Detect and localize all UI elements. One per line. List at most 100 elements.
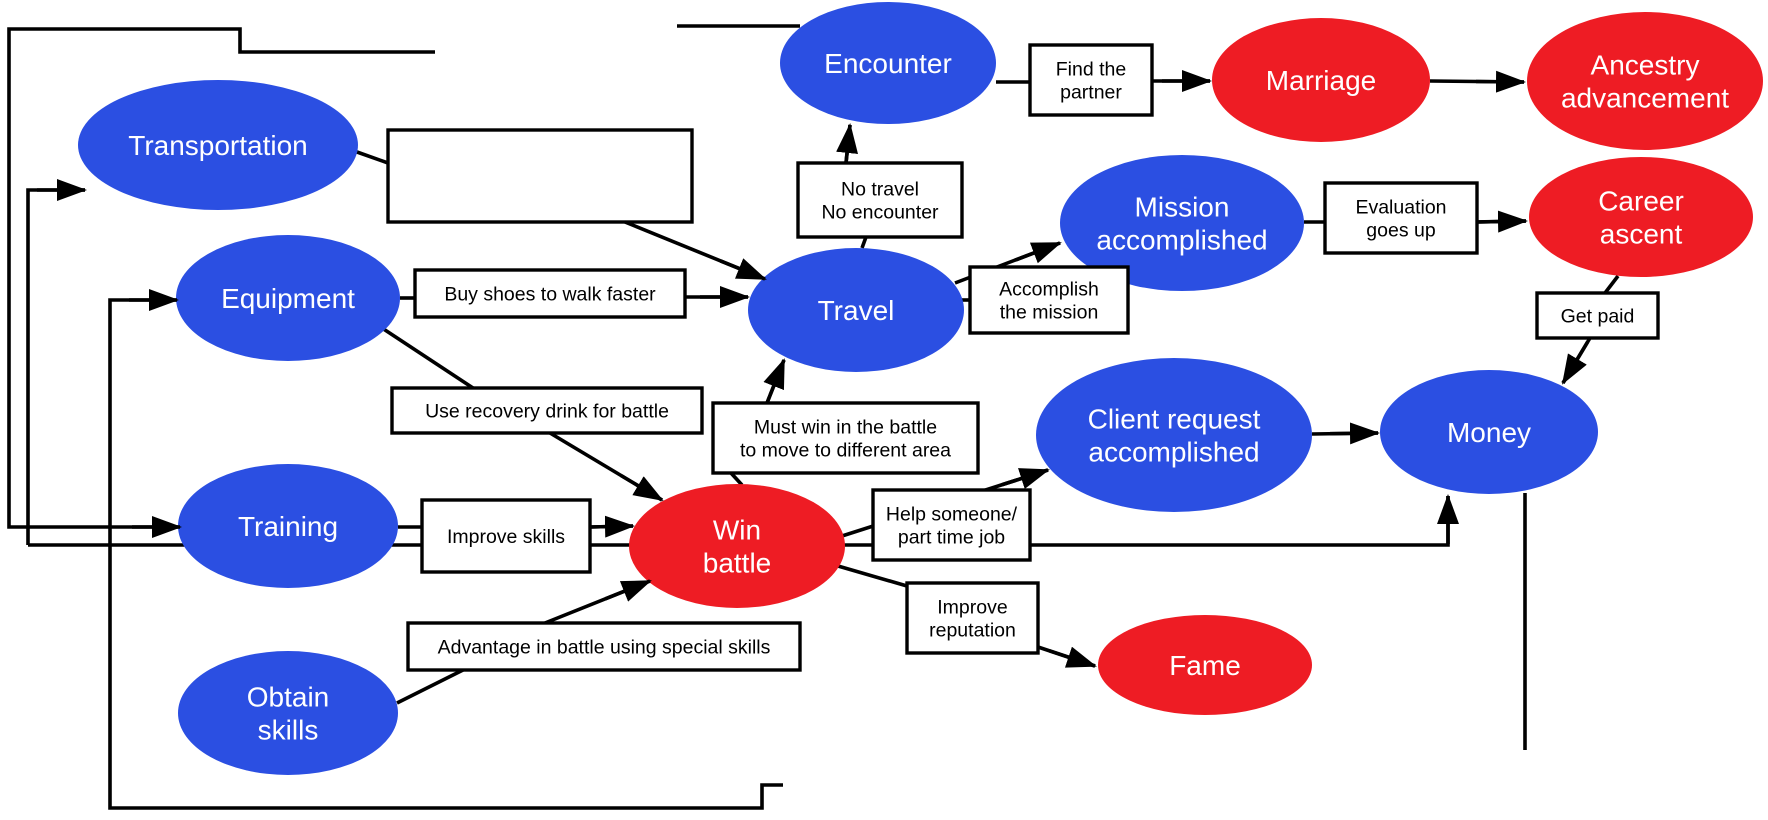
node-win-battle-shape bbox=[629, 484, 845, 608]
node-fame: Fame bbox=[1098, 615, 1312, 715]
13-label: Fame bbox=[1169, 650, 1241, 681]
edge-travel-to-no-travel-box bbox=[860, 236, 868, 249]
edge-career-to-get-paid bbox=[1603, 274, 1620, 295]
edge-marriage-to-ancestry-arrowhead bbox=[1475, 70, 1526, 93]
edge-top-rail-to-training bbox=[7, 27, 435, 529]
node-encounter: Encounter bbox=[780, 2, 996, 124]
node-travel-shape bbox=[748, 248, 964, 372]
node-transportation: Transportation bbox=[78, 80, 358, 210]
edge-recovery-to-win-battle-arrowhead bbox=[619, 473, 664, 502]
edge-evaluation-to-career-arrowhead bbox=[1477, 210, 1528, 233]
label-box-improve-reputation-shape bbox=[905, 581, 1040, 655]
node-career-ascent-shape bbox=[1529, 157, 1753, 277]
label-box-must-win-in-battle-shape bbox=[711, 401, 980, 475]
edge-advantage-to-win-battle-arrowhead bbox=[604, 579, 652, 602]
node-training-shape bbox=[178, 464, 398, 588]
edge-client-request-to-money-arrowhead bbox=[1329, 422, 1380, 445]
4-label: Buy shoes to walk faster bbox=[444, 284, 656, 306]
edge-must-win-to-travel-arrowhead bbox=[763, 358, 786, 404]
node-travel: Travel bbox=[748, 248, 964, 372]
4-label: Travel bbox=[818, 295, 895, 326]
edge-rect-to-travel-arrowhead bbox=[719, 258, 767, 281]
edge-equipment-to-recovery bbox=[381, 326, 474, 390]
6-label: Use recovery drink for battle bbox=[425, 401, 669, 423]
9-label: Marriage bbox=[1266, 65, 1376, 96]
edge-travel-to-mission-arrowhead bbox=[1014, 241, 1062, 264]
edge-rail-to-transportation bbox=[26, 188, 85, 545]
node-transportation-shape bbox=[78, 80, 358, 210]
node-equipment: Equipment bbox=[176, 235, 400, 361]
node-money-shape bbox=[1380, 370, 1598, 494]
node-mission-accomplished-shape bbox=[1060, 155, 1304, 291]
8-label: Money bbox=[1447, 417, 1531, 448]
node-obtain-skills-shape bbox=[178, 651, 398, 775]
label-box-get-paid-shape bbox=[1535, 291, 1660, 340]
node-training: Training bbox=[178, 464, 398, 588]
label-box-use-recovery-drink-shape bbox=[390, 386, 704, 435]
label-box-use-recovery-drink: Use recovery drink for battle bbox=[390, 386, 704, 435]
label-box-advantage-special-skills-shape bbox=[406, 621, 802, 672]
node-fame-shape bbox=[1098, 615, 1312, 715]
8-label: Improve skills bbox=[447, 526, 565, 548]
node-encounter-shape bbox=[780, 2, 996, 124]
1-label: Equipment bbox=[221, 283, 355, 314]
label-box-get-paid: Get paid bbox=[1535, 291, 1660, 340]
edge-win-battle-to-client-request-arrowhead bbox=[1001, 468, 1050, 490]
decoration-empty-rect bbox=[386, 128, 694, 224]
label-box-help-someone-part-time-job-shape bbox=[871, 488, 1032, 562]
node-ancestry-advancement-shape bbox=[1527, 12, 1763, 150]
0-label: Transportation bbox=[128, 130, 308, 161]
3-label: Get paid bbox=[1561, 306, 1635, 328]
edge-bottom-loop-to-equipment bbox=[108, 298, 783, 810]
edge-obtain-skills-to-advantage bbox=[396, 668, 464, 705]
label-box-buy-shoes-to-walk-faster: Buy shoes to walk faster bbox=[413, 268, 687, 319]
edge-no-travel-box-to-encounter-arrowhead bbox=[836, 123, 859, 164]
11-label: Advantage in battle using special skills bbox=[438, 637, 771, 659]
edge-improve-skills-to-win-battle-arrowhead bbox=[589, 515, 635, 538]
edge-transportation-to-rect bbox=[356, 150, 389, 165]
node-marriage-shape bbox=[1212, 18, 1430, 142]
5-label: Encounter bbox=[824, 48, 952, 79]
node-equipment-shape bbox=[176, 235, 400, 361]
label-box-evaluation-goes-up-shape bbox=[1323, 181, 1479, 255]
label-box-buy-shoes-to-walk-faster-shape bbox=[413, 268, 687, 319]
node-marriage: Marriage bbox=[1212, 18, 1430, 142]
edge-improve-reputation-to-fame-arrowhead bbox=[1048, 646, 1097, 668]
label-box-advantage-special-skills: Advantage in battle using special skills bbox=[406, 621, 802, 672]
label-box-improve-skills: Improve skills bbox=[420, 498, 592, 574]
node-client-request-accomplished-shape bbox=[1036, 358, 1312, 512]
edge-win-battle-to-improve-reputation bbox=[837, 564, 908, 588]
edge-get-paid-to-money-arrowhead bbox=[1561, 340, 1590, 385]
label-box-accomplish-the-mission-shape bbox=[968, 265, 1130, 335]
edge-win-battle-to-must-win bbox=[729, 471, 744, 487]
2-label: Training bbox=[238, 511, 338, 542]
label-box-improve-skills-shape bbox=[420, 498, 592, 574]
label-box-no-travel-no-encounter-shape bbox=[796, 161, 964, 239]
